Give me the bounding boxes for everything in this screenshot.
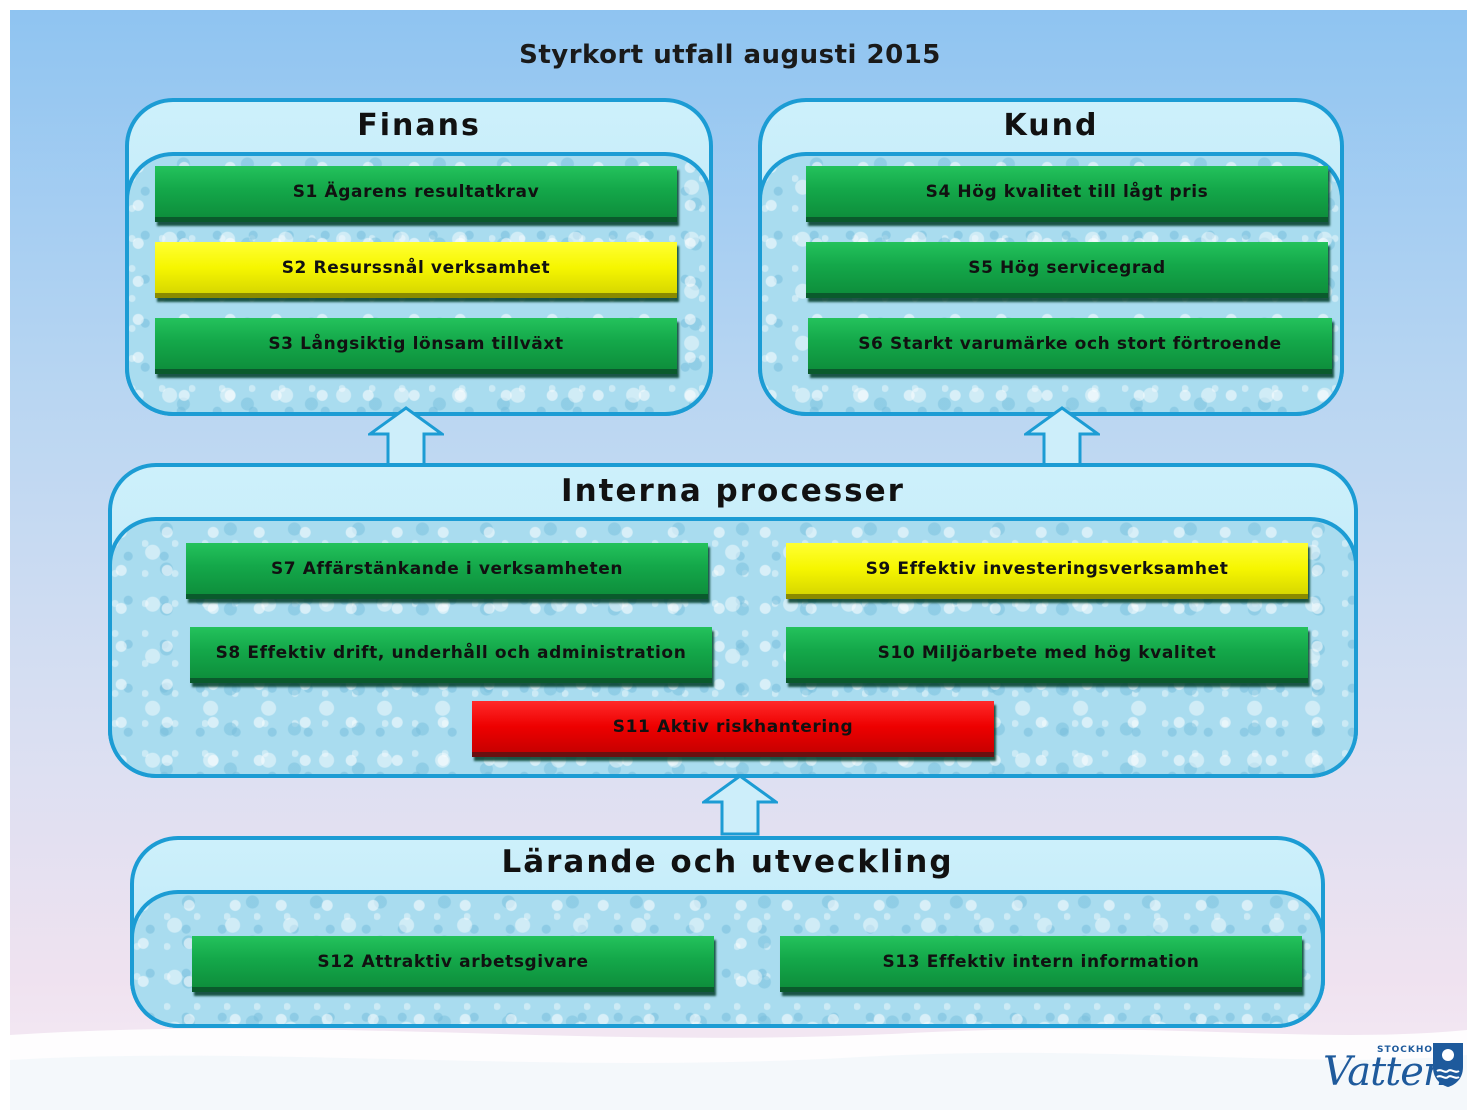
scorecard-item-s12[interactable]: S12 Attraktiv arbetsgivare [192, 936, 714, 992]
crest-icon [1433, 1043, 1463, 1087]
scorecard-item-s2[interactable]: S2 Resurssnål verksamhet [155, 242, 677, 298]
group-title-interna: Interna processer [561, 473, 905, 509]
arrow-up-icon [1024, 406, 1100, 468]
scorecard-item-s7[interactable]: S7 Affärstänkande i verksamheten [186, 543, 708, 599]
scorecard-item-s10[interactable]: S10 Miljöarbete med hög kvalitet [786, 627, 1308, 683]
background-wave [10, 1028, 1467, 1110]
scorecard-item-s11[interactable]: S11 Aktiv riskhantering [472, 701, 994, 757]
group-title-kund: Kund [1003, 108, 1099, 143]
group-title-finans: Finans [357, 108, 481, 143]
scorecard-item-s13[interactable]: S13 Effektiv intern information [780, 936, 1302, 992]
scorecard-item-s6[interactable]: S6 Starkt varumärke och stort förtroende [808, 318, 1332, 374]
arrow-up-icon [368, 406, 444, 468]
slide: Styrkort utfall augusti 2015 Finans S1 Ä… [10, 10, 1467, 1110]
logo-small-text: STOCKHOLM [1377, 1045, 1450, 1055]
page-title: Styrkort utfall augusti 2015 [519, 40, 941, 70]
scorecard-item-s8[interactable]: S8 Effektiv drift, underhåll och adminis… [190, 627, 712, 683]
arrow-up-icon [702, 774, 778, 836]
scorecard-item-s5[interactable]: S5 Hög servicegrad [806, 242, 1328, 298]
scorecard-item-s9[interactable]: S9 Effektiv investeringsverksamhet [786, 543, 1308, 599]
logo-word: Vatten [1323, 1049, 1449, 1095]
group-title-larande: Lärande och utveckling [501, 844, 954, 880]
scorecard-item-s1[interactable]: S1 Ägarens resultatkrav [155, 166, 677, 222]
scorecard-item-s3[interactable]: S3 Långsiktig lönsam tillväxt [155, 318, 677, 374]
stockholm-vatten-logo: STOCKHOLM Vatten [1315, 1035, 1467, 1110]
group-larande-och-utveckling: Lärande och utveckling S12 Attraktiv arb… [130, 836, 1325, 1028]
group-kund: Kund S4 Hög kvalitet till lågt pris S5 H… [758, 98, 1344, 416]
group-finans: Finans S1 Ägarens resultatkrav S2 Resurs… [125, 98, 713, 416]
group-interna-processer: Interna processer S7 Affärstänkande i ve… [108, 463, 1358, 778]
scorecard-item-s4[interactable]: S4 Hög kvalitet till lågt pris [806, 166, 1328, 222]
